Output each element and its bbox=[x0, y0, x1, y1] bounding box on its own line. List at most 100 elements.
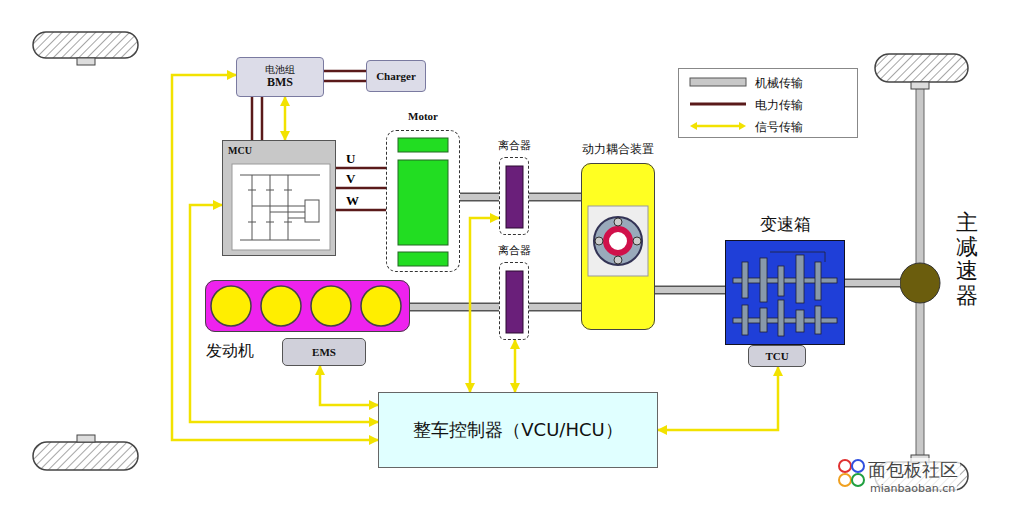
tyre bbox=[33, 442, 138, 470]
logo-ring bbox=[852, 474, 864, 486]
mcu-box: MCU bbox=[222, 140, 336, 256]
hub bbox=[77, 58, 95, 65]
planet-gear bbox=[614, 218, 622, 226]
gear bbox=[742, 262, 748, 298]
watermark-text: 面包板社区 bbox=[866, 458, 960, 482]
wheel bbox=[33, 32, 138, 65]
signal-path bbox=[172, 75, 378, 440]
cylinder bbox=[211, 286, 251, 326]
gear bbox=[778, 266, 784, 296]
signal-line bbox=[172, 75, 378, 440]
rotor bbox=[398, 160, 448, 245]
node-text: 整车控制器（VCU/HCU） bbox=[413, 420, 622, 441]
mechanical-shaft bbox=[410, 307, 499, 308]
planet-gear bbox=[633, 237, 641, 245]
gear bbox=[796, 255, 804, 303]
power-wire bbox=[336, 210, 386, 211]
power-wire bbox=[252, 97, 262, 140]
legend-text: 机械传输 bbox=[679, 72, 857, 94]
hub bbox=[911, 82, 929, 89]
node-text: 离合器 bbox=[498, 140, 531, 153]
cylinder bbox=[261, 286, 301, 326]
clutch-plate bbox=[506, 271, 523, 333]
legend-text: 电力传输 bbox=[679, 94, 857, 116]
signal-line bbox=[515, 340, 516, 392]
node-text: 主减速器 bbox=[956, 211, 978, 308]
gear bbox=[742, 305, 748, 335]
gearbox-box: 变速箱 bbox=[725, 240, 845, 345]
node-text: TCU bbox=[765, 350, 788, 363]
signal-line bbox=[320, 366, 378, 405]
shaft-core bbox=[529, 304, 581, 310]
node-text: 电池组 bbox=[265, 64, 295, 76]
node-text: BMS bbox=[267, 76, 293, 90]
power-wire bbox=[336, 188, 386, 189]
node-text: EMS bbox=[312, 346, 336, 359]
node-text: 发动机 bbox=[206, 342, 254, 360]
logo-ring bbox=[839, 460, 851, 472]
signal-line bbox=[190, 205, 378, 422]
signal-sample bbox=[694, 125, 742, 128]
tyre bbox=[33, 32, 138, 58]
legend-samples bbox=[690, 78, 746, 130]
shaft-outline bbox=[845, 279, 900, 288]
phase-label: V bbox=[346, 172, 355, 186]
dc-bus bbox=[240, 175, 320, 240]
electric-sample bbox=[690, 103, 746, 106]
signal-path bbox=[320, 366, 378, 405]
gear bbox=[815, 262, 821, 300]
gear bbox=[815, 306, 821, 334]
node-text: MCU bbox=[228, 145, 252, 157]
power-conductor bbox=[324, 80, 366, 83]
engine-box: 发动机 bbox=[205, 280, 410, 332]
wheel bbox=[875, 54, 968, 89]
charger-box: Charger bbox=[366, 60, 426, 92]
watermark-logo bbox=[839, 460, 864, 486]
phase-label: W bbox=[346, 194, 359, 208]
logo-ring bbox=[852, 460, 864, 472]
stator bbox=[398, 252, 448, 266]
power-conductor bbox=[251, 97, 254, 140]
signal-path bbox=[658, 367, 778, 430]
stator bbox=[398, 138, 448, 152]
node-text: 动力耦合装置 bbox=[582, 143, 654, 157]
power-conductor bbox=[261, 97, 264, 140]
shaft-outline bbox=[529, 193, 581, 202]
watermark-text: mianbaoban.cn bbox=[868, 482, 957, 495]
gear-train bbox=[733, 252, 837, 336]
inverter-panel bbox=[232, 164, 330, 250]
mechanical-shaft bbox=[460, 197, 499, 198]
power-wire bbox=[336, 168, 386, 169]
sun-gear bbox=[606, 229, 630, 253]
cylinder bbox=[361, 286, 401, 326]
shaft bbox=[733, 318, 837, 323]
final-drive-circle: 主减速器 bbox=[900, 263, 940, 303]
ring-gear bbox=[594, 217, 642, 265]
gear bbox=[778, 300, 784, 336]
shaft-core bbox=[529, 194, 581, 200]
clutch-box: 离合器 bbox=[499, 262, 529, 340]
node-text: Charger bbox=[376, 70, 416, 83]
power-coupler-box: 动力耦合装置 bbox=[581, 163, 655, 330]
final-drive bbox=[900, 263, 940, 303]
coupler-body bbox=[581, 163, 655, 330]
shaft-core bbox=[410, 304, 499, 310]
shaft-outline bbox=[529, 303, 581, 312]
shaft-outline bbox=[410, 303, 499, 312]
signal-path bbox=[190, 205, 378, 422]
legend-box: 机械传输电力传输信号传输 bbox=[678, 68, 858, 138]
phase-wire bbox=[336, 209, 386, 212]
shaft-outline bbox=[460, 193, 499, 202]
mechanical-shaft bbox=[529, 307, 581, 308]
legend-text: 信号传输 bbox=[679, 116, 857, 138]
signal-path bbox=[514, 340, 517, 392]
node-text: Motor bbox=[408, 110, 438, 123]
battery-bms-box: 电池组BMS bbox=[236, 57, 324, 97]
logo-ring bbox=[839, 474, 851, 486]
cylinder bbox=[311, 286, 351, 326]
ems-box: EMS bbox=[282, 338, 366, 366]
signal-sample-heads bbox=[690, 122, 746, 130]
planet-gear bbox=[614, 256, 622, 264]
shaft-core bbox=[460, 194, 499, 200]
phase-wire bbox=[336, 187, 386, 190]
